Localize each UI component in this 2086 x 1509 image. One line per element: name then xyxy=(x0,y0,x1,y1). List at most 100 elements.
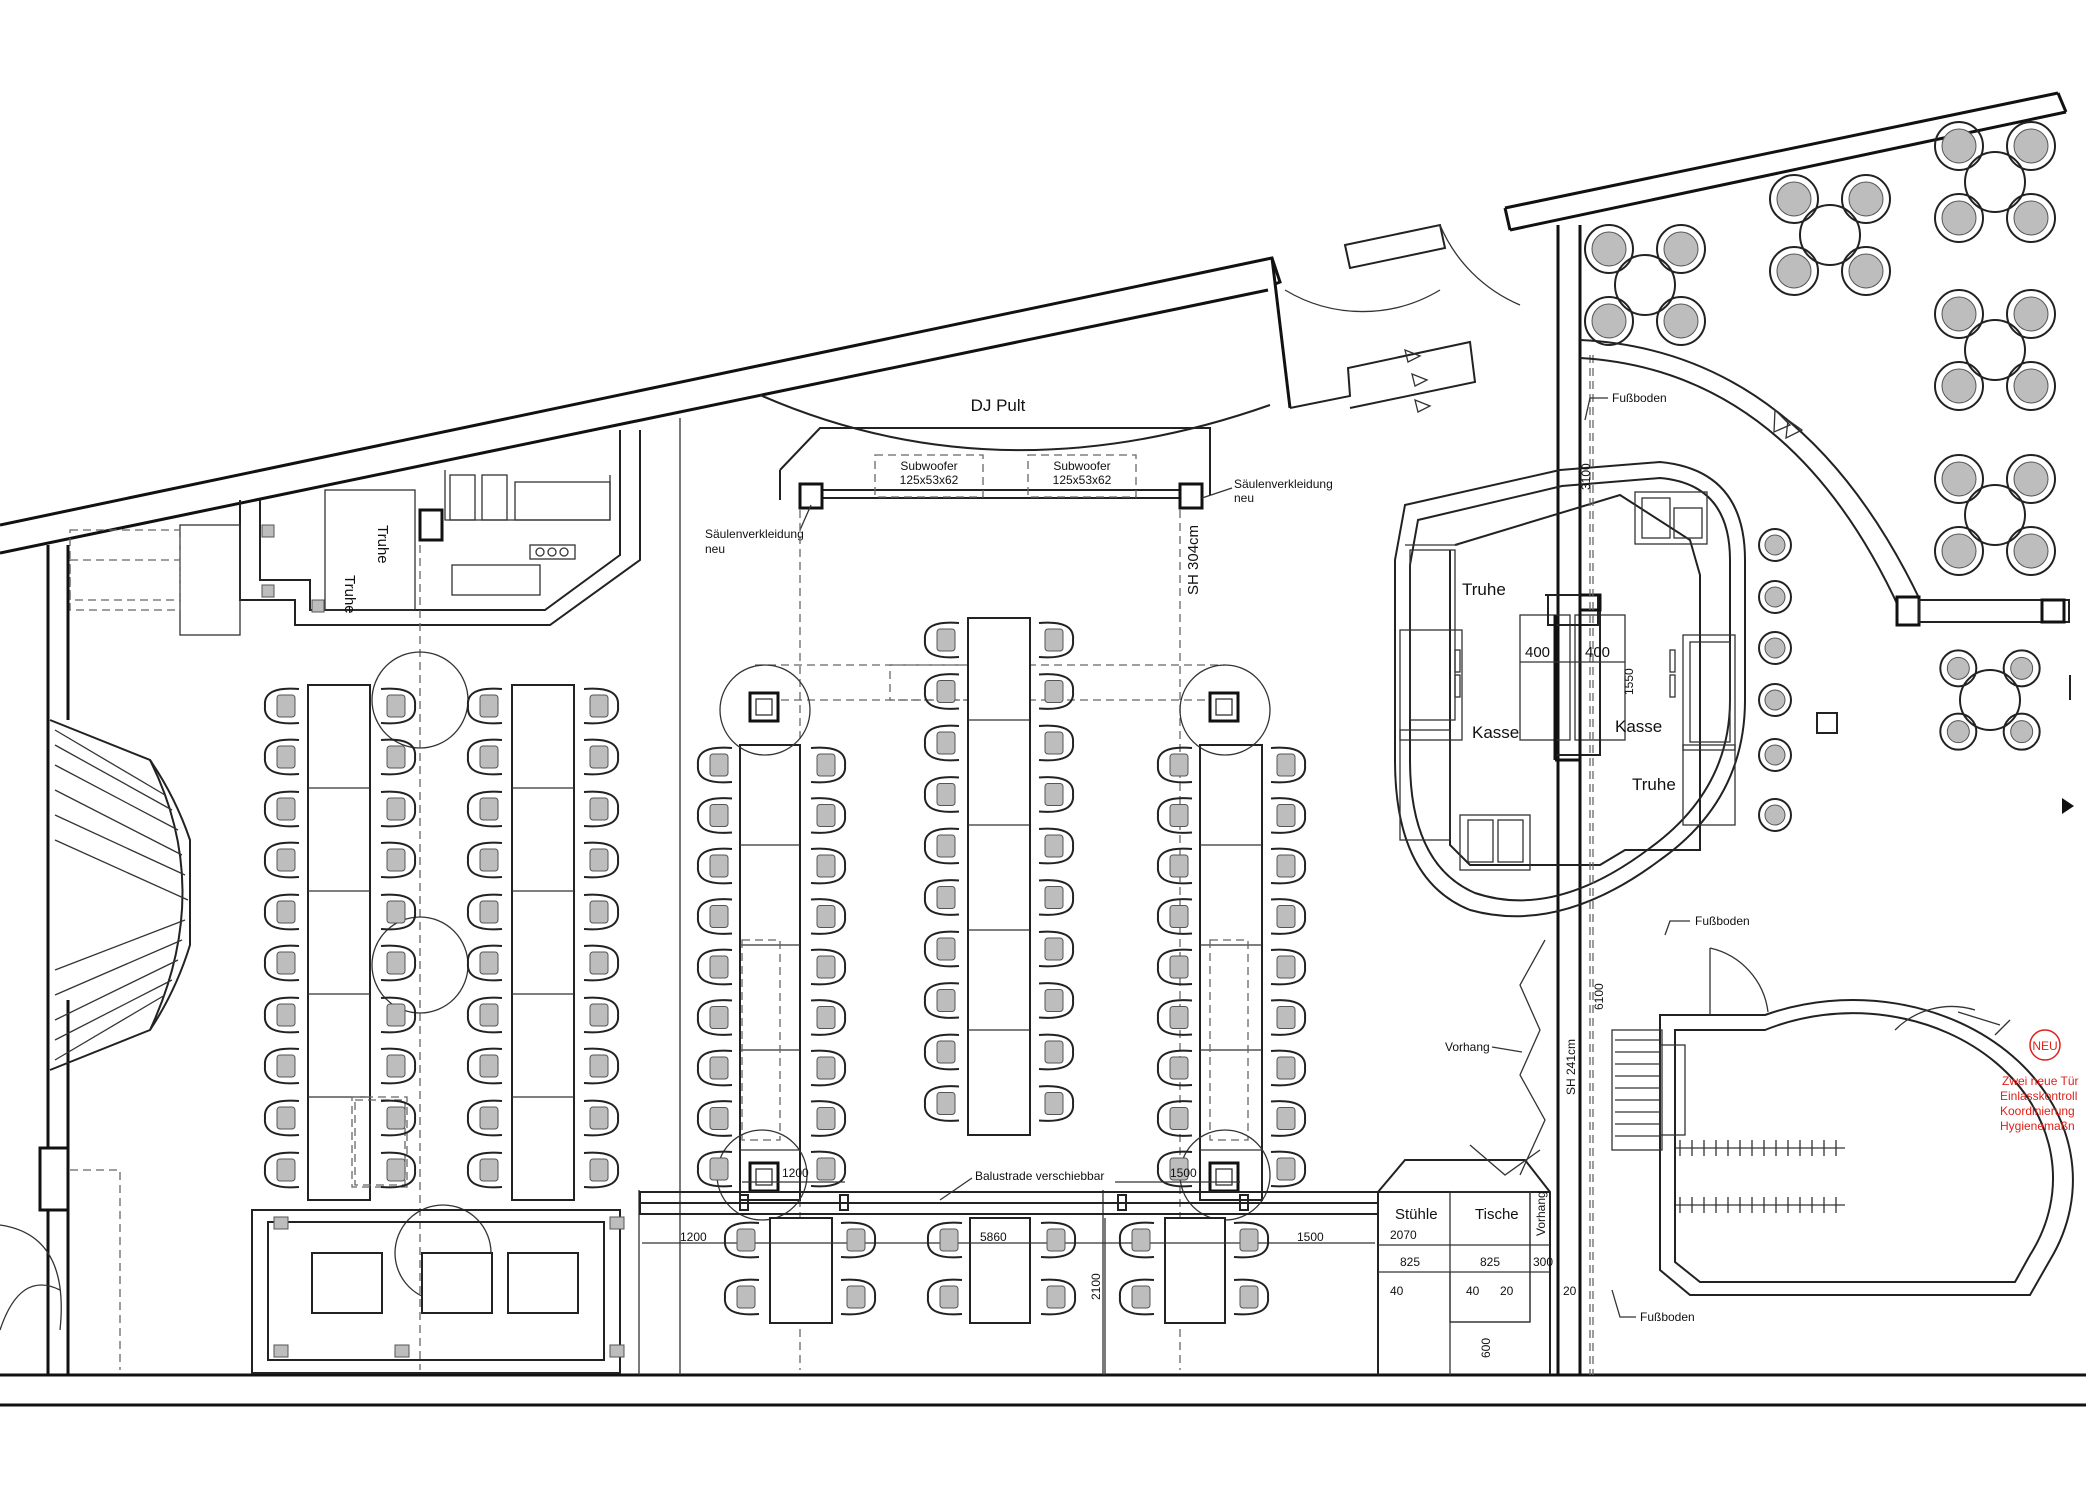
dim-600: 600 xyxy=(1479,1338,1493,1358)
chair xyxy=(1270,999,1307,1036)
dim-400-b: 400 xyxy=(1585,644,1610,661)
chair xyxy=(1038,930,1075,968)
chair xyxy=(583,893,620,931)
bar-stool xyxy=(1758,683,1792,717)
chair xyxy=(1156,1150,1193,1188)
chair xyxy=(583,841,620,879)
chair xyxy=(1040,1221,1077,1259)
dim-1200: 1200 xyxy=(782,1166,809,1180)
dim-1500-top: 1500 xyxy=(1170,1166,1197,1180)
kasse-label-1: Kasse xyxy=(1472,723,1519,742)
chair xyxy=(380,893,417,931)
dj-area: DJ Pult Subwoofer 125x53x62 Subwoofer 12… xyxy=(705,394,1333,595)
chair xyxy=(923,827,960,865)
dim-400-a: 400 xyxy=(1525,644,1550,661)
sh-304-label: SH 304cm xyxy=(1185,525,1202,595)
subwoofer2-label: Subwoofer xyxy=(1053,459,1110,473)
dim-40-b: 40 xyxy=(1466,1284,1480,1298)
center-tables xyxy=(716,617,1271,1221)
chair xyxy=(263,996,300,1034)
truhe-label-2: Truhe xyxy=(1632,775,1676,794)
chair xyxy=(1156,948,1193,986)
chair xyxy=(1038,724,1075,762)
sh-241-label: SH 241cm xyxy=(1564,1039,1578,1095)
note-line-1: Zwei neue Tür xyxy=(2002,1074,2078,1088)
chair xyxy=(1270,746,1307,784)
chair xyxy=(1270,847,1307,885)
dj-pult-label: DJ Pult xyxy=(971,396,1026,415)
dim-2070: 2070 xyxy=(1390,1228,1417,1242)
chair xyxy=(380,996,417,1034)
note-line-4: Hygienemaßn xyxy=(2000,1119,2075,1133)
bar-stool xyxy=(1758,798,1792,832)
chair xyxy=(840,1221,877,1259)
chair xyxy=(810,797,847,834)
dim-5860: 5860 xyxy=(980,1230,1007,1244)
storage-area: Stühle Tische Vorhang 2070 825 825 300 4… xyxy=(1377,1159,1577,1375)
chair xyxy=(1118,1221,1155,1259)
chair xyxy=(810,746,847,784)
chair xyxy=(466,944,503,982)
chair xyxy=(696,1100,733,1137)
chair xyxy=(1040,1278,1077,1316)
chair xyxy=(583,1151,620,1189)
chair xyxy=(810,1150,847,1188)
chair xyxy=(583,790,620,828)
chair xyxy=(810,898,847,935)
chair xyxy=(840,1278,877,1316)
chair xyxy=(263,1099,300,1137)
neu-badge-text: NEU xyxy=(2032,1039,2057,1053)
left-chairs xyxy=(263,687,620,1189)
chair xyxy=(466,1151,503,1189)
dim-825-b: 825 xyxy=(1480,1255,1500,1269)
chair xyxy=(1038,621,1075,659)
chair xyxy=(1038,776,1075,813)
saeulen-right-neu: neu xyxy=(1234,491,1254,505)
chair xyxy=(263,893,300,931)
dim-1200-b: 1200 xyxy=(680,1230,707,1244)
chair xyxy=(810,948,847,986)
tische-label: Tische xyxy=(1475,1206,1519,1223)
chair xyxy=(466,1099,503,1137)
chair xyxy=(923,879,960,916)
chair xyxy=(926,1278,963,1316)
chair xyxy=(466,687,503,725)
dim-825-a: 825 xyxy=(1400,1255,1420,1269)
chair xyxy=(466,790,503,828)
chair xyxy=(1156,847,1193,885)
chair xyxy=(380,1047,417,1085)
kasse-label-2: Kasse xyxy=(1615,717,1662,736)
chair xyxy=(1038,827,1075,865)
chair xyxy=(380,790,417,828)
saeulen-left-label: Säulenverkleidung xyxy=(705,527,804,541)
chair xyxy=(263,841,300,879)
chair xyxy=(380,738,417,776)
stuehle-label: Stühle xyxy=(1395,1206,1438,1223)
chair xyxy=(1156,898,1193,935)
chair xyxy=(696,948,733,986)
chair xyxy=(1270,797,1307,834)
subwoofer1-dims: 125x53x62 xyxy=(900,473,959,487)
round-table-set xyxy=(1934,289,2056,411)
chair xyxy=(1038,1085,1075,1122)
note-line-3: Koordinierung xyxy=(2000,1104,2075,1118)
chair xyxy=(810,1049,847,1087)
chair xyxy=(263,1047,300,1085)
chair xyxy=(923,1085,960,1122)
chair xyxy=(696,999,733,1036)
chair xyxy=(1270,898,1307,935)
dim-3100: 3100 xyxy=(1579,463,1593,490)
chair xyxy=(1156,999,1193,1036)
chair xyxy=(1038,879,1075,916)
stage-ramp: NEU Zwei neue Tür Einlasskontroll Koordi… xyxy=(1611,675,2078,1296)
entry-arrow-icon xyxy=(2062,798,2074,814)
chair xyxy=(1233,1221,1270,1259)
bar-island: Truhe Kasse Kasse Truhe 400 400 1550 310… xyxy=(1394,355,1746,1375)
chair xyxy=(1156,1100,1193,1137)
balustrade-label: Balustrade verschiebbar xyxy=(975,1169,1104,1183)
dim-20-b: 20 xyxy=(1563,1284,1577,1298)
truhe-label-bar2: Truhe xyxy=(341,575,358,614)
chair xyxy=(723,1278,760,1316)
truhe-label-bar1: Truhe xyxy=(374,525,391,564)
